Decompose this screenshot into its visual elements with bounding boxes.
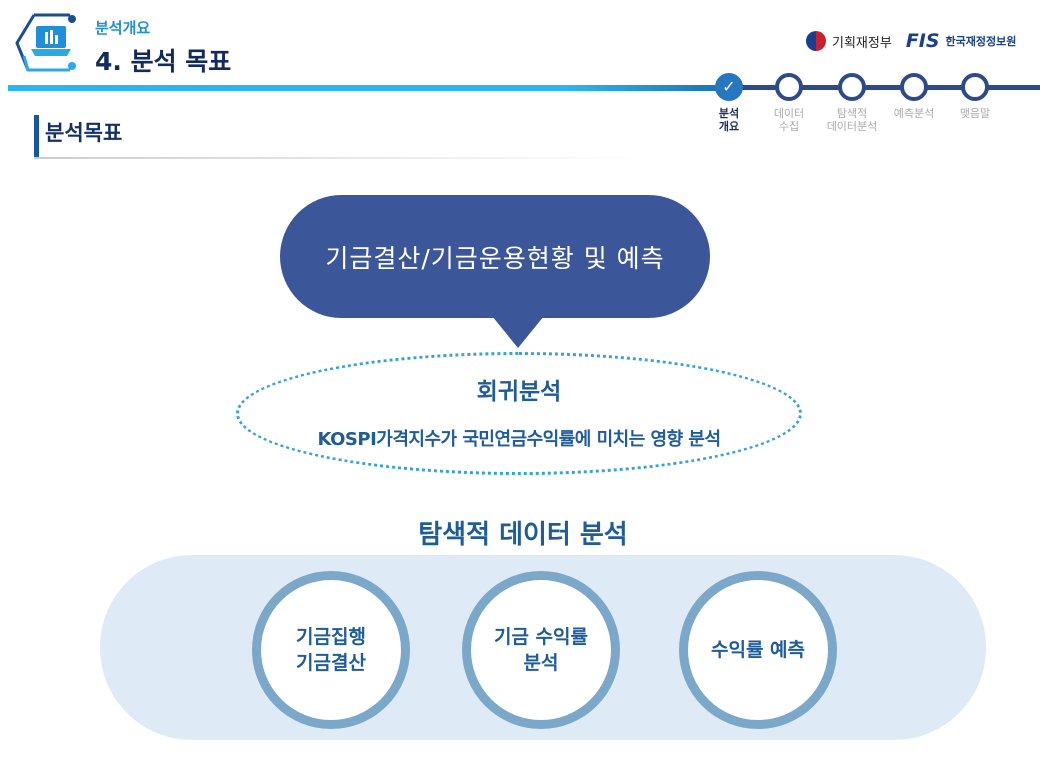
step-label[interactable]: 맺음말 xyxy=(959,107,991,120)
brand-logos: 기획재정부 FIS 한국재정정보원 xyxy=(806,30,1016,52)
section-divider xyxy=(34,157,644,159)
step-5-circle[interactable] xyxy=(961,73,989,101)
progress-line xyxy=(720,85,1040,90)
eda-item: 기금 수익률 분석 xyxy=(462,571,620,729)
step-label[interactable]: 데이터 수집 xyxy=(773,107,805,133)
step-3-circle[interactable] xyxy=(838,73,866,101)
step-1-check-icon[interactable]: ✓ xyxy=(715,73,743,101)
eda-item: 수익률 예측 xyxy=(679,571,837,729)
page-title: 4. 분석 목표 xyxy=(95,47,232,76)
fis-logo: FIS xyxy=(905,30,940,52)
step-label[interactable]: 분석 개요 xyxy=(718,107,740,133)
regression-ellipse xyxy=(236,352,802,475)
step-label[interactable]: 탐색적 데이터분석 xyxy=(826,107,878,133)
header-bar xyxy=(8,85,728,91)
breadcrumb: 분석개요 xyxy=(95,19,151,37)
section-title: 분석목표 xyxy=(34,115,122,157)
step-2-circle[interactable] xyxy=(775,73,803,101)
bubble-tail xyxy=(492,316,544,348)
goal-bubble: 기금결산/기금운용현황 및 예측 xyxy=(280,195,710,318)
step-label[interactable]: 예측분석 xyxy=(893,107,935,120)
regression-title: 회귀분석 xyxy=(476,379,562,405)
eda-title: 탐색적 데이터 분석 xyxy=(418,520,628,550)
step-4-circle[interactable] xyxy=(900,73,928,101)
laptop-analysis-icon xyxy=(15,13,76,72)
fis-name: 한국재정정보원 xyxy=(945,35,1017,48)
eda-item: 기금집행 기금결산 xyxy=(252,571,410,729)
taegeuk-icon xyxy=(806,31,826,51)
regression-subtitle: KOSPI가격지수가 국민연금수익률에 미치는 영향 분석 xyxy=(317,429,721,450)
ministry-name: 기획재정부 xyxy=(832,35,892,51)
